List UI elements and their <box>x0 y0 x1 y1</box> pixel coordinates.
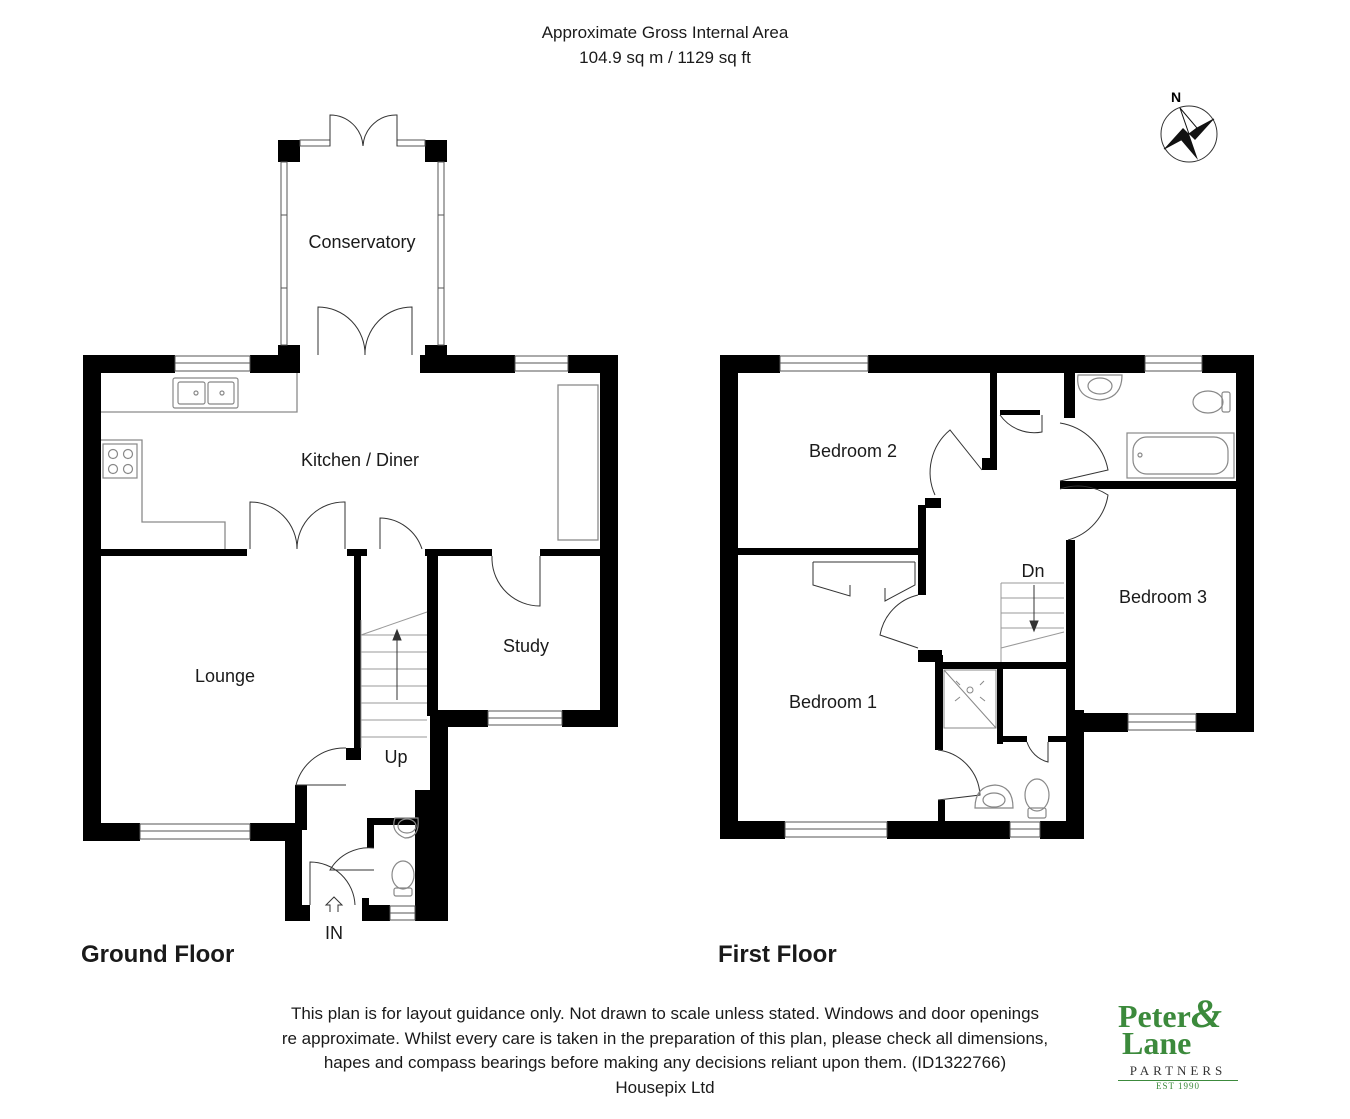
disclaimer-line-3: hapes and compass bearings before making… <box>323 1053 1007 1072</box>
hob-icon <box>102 443 138 479</box>
ground-floor-title: Ground Floor <box>81 941 235 968</box>
room-label-bedroom2: Bedroom 2 <box>809 441 897 461</box>
stairs-down-label: Dn <box>1021 561 1044 581</box>
logo-name-line2: Lane <box>1122 1025 1192 1061</box>
first-floor-doors <box>812 414 1109 801</box>
room-label-kitchen: Kitchen / Diner <box>301 450 419 470</box>
room-label-conservatory: Conservatory <box>308 232 415 252</box>
disclaimer-line-2: re approximate. Whilst every care is tak… <box>281 1028 1049 1048</box>
disclaimer-line-4: Housepix Ltd <box>615 1077 715 1097</box>
area-value: 104.9 sq m / 1129 sq ft <box>579 48 751 67</box>
logo-name-line1: Peter <box>1118 998 1191 1034</box>
ground-floor-plan <box>83 114 618 921</box>
area-title: Approximate Gross Internal Area <box>541 23 789 42</box>
agency-logo: Peter& Lane PARTNERS EST 1990 <box>1118 994 1238 1091</box>
kitchen-worktop <box>101 373 599 549</box>
room-label-study: Study <box>503 636 549 656</box>
ground-floor-doors <box>249 114 541 906</box>
ground-stairs <box>360 611 428 748</box>
room-label-bedroom3: Bedroom 3 <box>1119 587 1207 607</box>
entrance-arrow-icon <box>324 896 344 912</box>
first-floor-walls <box>720 355 1254 839</box>
conservatory-glazing <box>280 139 445 346</box>
ground-floor-windows <box>139 355 569 921</box>
first-floor-windows <box>779 355 1203 838</box>
bathroom-toilet-icon <box>1192 390 1231 414</box>
bathroom-basin-icon <box>1077 374 1123 401</box>
ensuite-basin-icon <box>974 784 1014 809</box>
wc-basin-icon <box>393 817 419 839</box>
ground-floor-walls <box>83 140 618 921</box>
room-label-bedroom1: Bedroom 1 <box>789 692 877 712</box>
first-floor-title: First Floor <box>718 941 837 968</box>
disclaimer-line-1: This plan is for layout guidance only. N… <box>290 1004 1040 1023</box>
wc-toilet-icon <box>391 860 415 897</box>
ensuite-toilet-icon <box>1024 778 1050 819</box>
first-stairs <box>1000 582 1065 662</box>
entrance-label: IN <box>325 923 343 943</box>
logo-partners: PARTNERS <box>1118 1063 1238 1081</box>
compass-icon <box>1160 105 1218 163</box>
first-floor-plan <box>720 355 1254 839</box>
bath-icon <box>1126 432 1235 479</box>
sink-icon <box>172 377 239 409</box>
up-arrow-icon <box>392 628 402 700</box>
disclaimer: This plan is for layout guidance only. N… <box>230 1002 1100 1100</box>
logo-ampersand: & <box>1190 991 1222 1036</box>
logo-est: EST 1990 <box>1155 1081 1201 1091</box>
down-arrow-icon <box>1029 585 1039 633</box>
stairs-up-label: Up <box>384 747 407 767</box>
logo-name: Peter& Lane <box>1118 994 1238 1061</box>
room-label-lounge: Lounge <box>195 666 255 686</box>
compass-north-label: N <box>1171 89 1181 105</box>
shower-icon <box>943 669 997 729</box>
